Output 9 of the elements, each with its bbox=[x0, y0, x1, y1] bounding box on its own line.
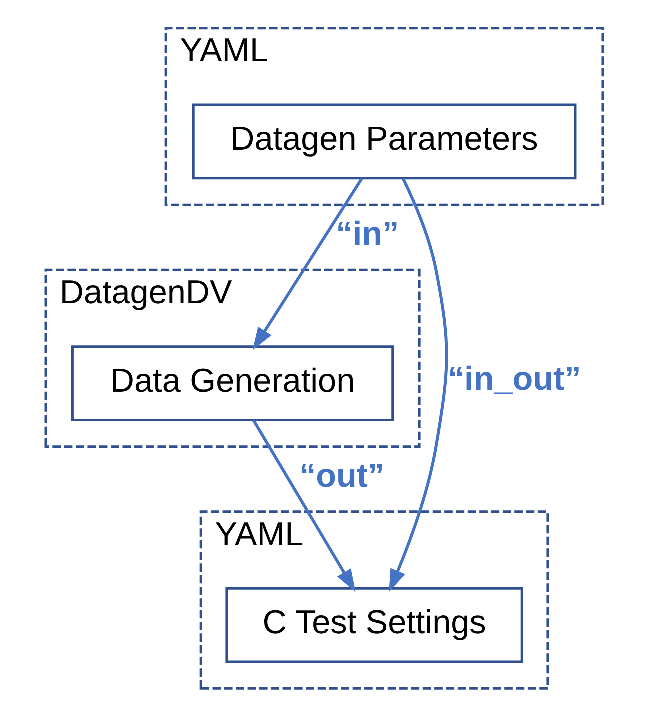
edge-label: “out” bbox=[299, 458, 385, 495]
arrow bbox=[252, 178, 364, 350]
node-box: Data Generation bbox=[71, 346, 394, 422]
edge-label: “in” bbox=[336, 216, 400, 254]
node-box: Datagen Parameters bbox=[192, 104, 577, 180]
arrow bbox=[389, 178, 448, 592]
node-box: C Test Settings bbox=[226, 587, 524, 664]
arrow bbox=[252, 420, 356, 592]
edge-label: “in_out” bbox=[448, 361, 582, 398]
